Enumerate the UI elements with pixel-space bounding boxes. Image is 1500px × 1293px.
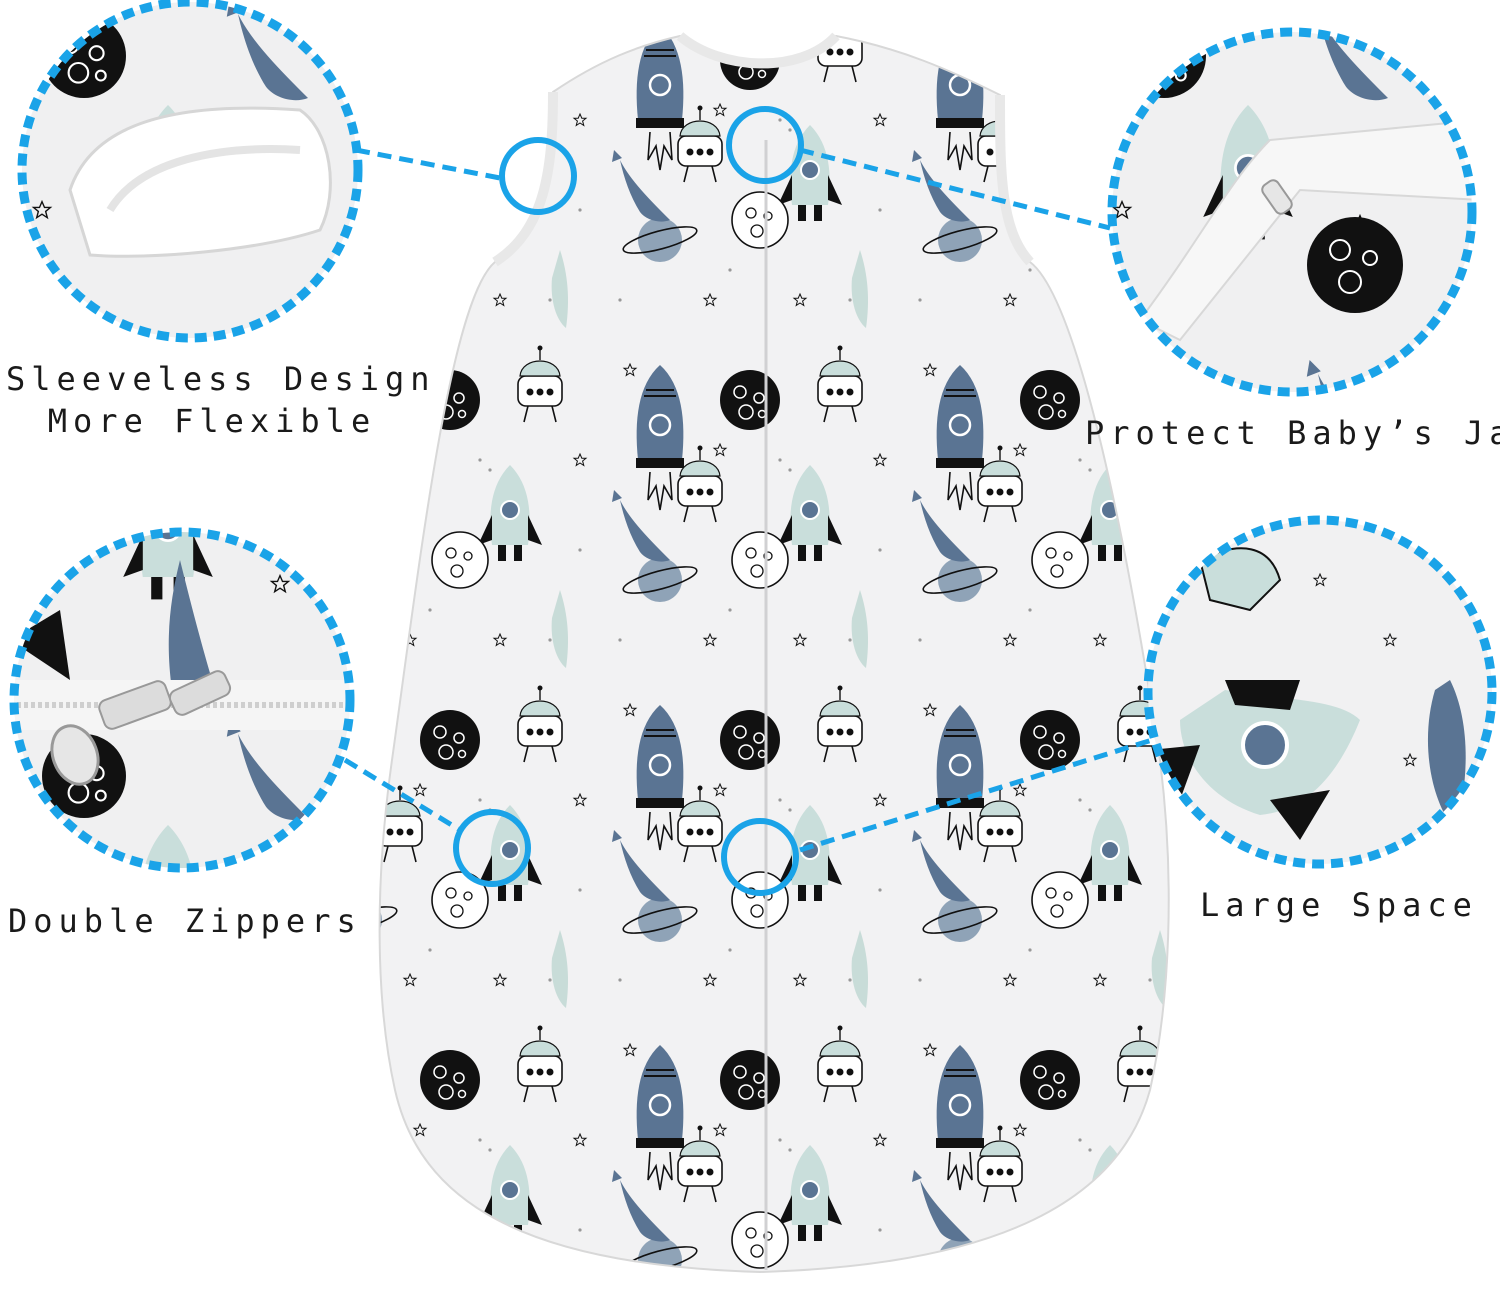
zoom-double-zippers: [9, 527, 355, 873]
caption-line: Double Zippers: [8, 902, 362, 940]
caption-line: Sleeveless Design: [6, 360, 436, 398]
sleep-sack: [378, 32, 1170, 1274]
caption-sleeveless: Sleeveless Design More Flexible: [6, 358, 436, 442]
zoom-jaw-guard: [1107, 27, 1477, 397]
caption-jaw: Protect Baby’s Jaw: [1085, 412, 1500, 454]
zoom-large-space: [1143, 515, 1497, 869]
zoom-sleeveless-armhole: [17, 0, 363, 343]
caption-space: Large Space: [1200, 884, 1478, 926]
caption-zippers: Double Zippers: [8, 900, 362, 942]
callout-markers: [453, 106, 804, 896]
caption-line: More Flexible: [47, 402, 377, 440]
caption-line: Large Space: [1200, 886, 1478, 924]
callout-lines: [343, 147, 1153, 853]
caption-line: Protect Baby’s Jaw: [1085, 414, 1500, 452]
